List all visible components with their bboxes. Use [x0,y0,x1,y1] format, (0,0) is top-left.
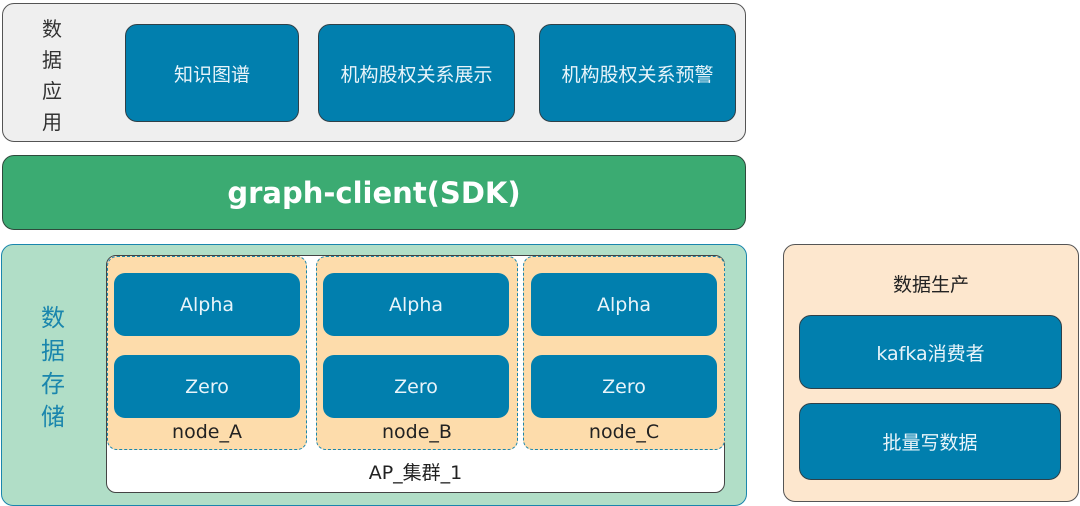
app-knowledge-graph[interactable]: 知识图谱 [125,24,299,122]
label-char: 应 [42,79,62,103]
label-char: 据 [42,48,62,72]
data-application-label: 数 据 应 用 [40,14,64,138]
app-equity-display[interactable]: 机构股权关系展示 [318,24,515,122]
label-char: 数 [41,304,65,332]
node-b-alpha[interactable]: Alpha [323,273,509,336]
node-b-zero[interactable]: Zero [323,355,509,418]
batch-write-data[interactable]: 批量写数据 [799,403,1061,480]
node-b-label: node_B [382,421,452,443]
label-char: 据 [41,337,65,365]
graph-client-sdk: graph-client(SDK) [2,155,746,230]
label-char: 存 [41,370,65,398]
label-char: 用 [42,110,62,134]
node-a-alpha[interactable]: Alpha [114,273,300,336]
label-char: 储 [41,403,65,431]
data-storage-label: 数 据 存 储 [40,302,66,434]
node-a-label: node_A [172,421,242,443]
cluster-label: AP_集群_1 [368,462,463,484]
data-production-title: 数据生产 [892,274,969,296]
node-c-alpha[interactable]: Alpha [531,273,717,336]
kafka-consumer[interactable]: kafka消费者 [799,315,1062,389]
node-a-zero[interactable]: Zero [114,355,300,418]
node-c-zero[interactable]: Zero [531,355,717,418]
node-c-label: node_C [588,421,660,443]
label-char: 数 [42,17,62,41]
app-equity-warning[interactable]: 机构股权关系预警 [539,24,736,122]
